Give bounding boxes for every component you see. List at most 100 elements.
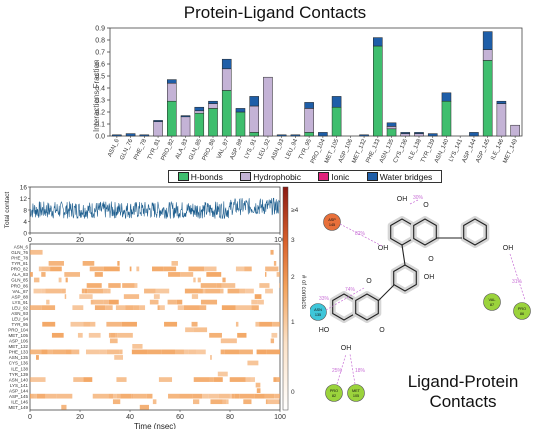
heatmap-contact-segment — [229, 393, 232, 399]
residue-number-0: 145 — [329, 223, 335, 227]
heatmap-contact-segment — [41, 288, 46, 294]
heatmap-contact-segment — [221, 283, 236, 288]
heatmap-contact-segment — [108, 283, 121, 288]
heatmap-contact-segment — [149, 299, 159, 305]
heatmap-contact-segment — [254, 393, 265, 399]
heatmap-contact-segment — [109, 338, 118, 344]
heatmap-x-tick-label: 80 — [226, 414, 234, 421]
heatmap-contact-segment — [155, 288, 170, 294]
legend-item-water: Water bridges — [366, 172, 432, 182]
colorbar-tick-label: ≥4 — [291, 207, 299, 214]
bar-h-bonds-pro_86 — [208, 108, 218, 137]
heatmap-x-tick-label: 60 — [176, 414, 184, 421]
heatmap-row-label: ASP_145 — [9, 394, 29, 399]
bar-h-bonds-tyr_95 — [304, 132, 314, 137]
bar-hydrophobic-tyr_81 — [153, 121, 163, 137]
residue-name-4: PRO — [330, 389, 338, 393]
bar-y-tick-label: 0.9 — [95, 26, 105, 33]
heatmap-contact-segment — [204, 266, 217, 272]
heatmap-contact-segment — [168, 393, 180, 399]
heatmap-contact-segment — [94, 305, 106, 310]
bar-water-bridges-asp_88 — [235, 108, 246, 113]
heatmap-contact-segment — [108, 299, 119, 305]
ring-c-upper — [413, 218, 437, 246]
ring-b-upper-glow — [460, 216, 490, 248]
residue-number-3: 135 — [315, 313, 321, 317]
bar-hydrophobic-lys_91 — [249, 105, 259, 133]
heatmap-row-label: PRO_104 — [8, 328, 28, 333]
heatmap-contact-segment — [139, 305, 146, 310]
heatmap-contact-segment — [33, 277, 40, 283]
atom-oh-1: OH — [397, 196, 408, 203]
heatmap-row-label: LYS_91 — [12, 300, 28, 305]
heatmap-contact-segment — [119, 349, 123, 355]
bar-hydrophobic-ile_146 — [496, 103, 507, 137]
heatmap-contact-segment — [129, 266, 132, 272]
heatmap-contact-segment — [153, 294, 160, 299]
legend-item-ionic: Ionic — [318, 172, 349, 182]
heatmap-row-label: PHE_78 — [11, 256, 28, 261]
timeline-y-tick-label: 16 — [20, 185, 28, 192]
heatmap-contact-segment — [235, 266, 245, 272]
heatmap-contact-segment — [132, 344, 143, 349]
timeline-x-tick-label: 0 — [28, 237, 32, 244]
heatmap-contact-segment — [85, 349, 100, 355]
heatmap-contact-segment — [210, 355, 212, 360]
heatmap-contact-segment — [103, 288, 108, 294]
bar-water-bridges-pro_82 — [167, 79, 177, 84]
bar-x-tick-label: LEU_92 — [257, 138, 272, 161]
heatmap-row-label: ASN_6 — [14, 245, 29, 250]
heatmap-row-label: MET_149 — [8, 405, 28, 410]
heatmap-contact-segment — [265, 266, 279, 272]
heatmap-row-label: ASP_106 — [9, 339, 29, 344]
bar-hydrophobic-gln_85 — [194, 110, 205, 114]
heatmap-contact-segment — [218, 393, 230, 399]
heatmap-contact-segment — [183, 349, 189, 355]
heatmap-contact-segment — [276, 377, 280, 382]
heatmap-contact-segment — [61, 404, 67, 410]
heatmap-contact-segment — [51, 332, 64, 338]
heatmap-row-label: ALA_83 — [12, 272, 29, 277]
heatmap-row-label: ASN_93 — [11, 311, 28, 316]
legend-swatch-hbonds — [177, 172, 189, 181]
interaction-percent-0: 30% — [413, 195, 424, 201]
heatmap-contact-segment — [103, 299, 109, 305]
heatmap-contact-segment — [30, 377, 46, 382]
heatmap-contact-segment — [180, 272, 194, 277]
bar-hydrophobic-val_87 — [221, 68, 232, 91]
heatmap-contact-segment — [38, 266, 42, 272]
heatmap-contact-segment — [184, 288, 199, 294]
bar-water-bridges-ala_83 — [180, 115, 191, 118]
heatmap-contact-segment — [110, 332, 116, 338]
ring-a-lower-glow — [329, 291, 359, 323]
heatmap-contact-segment — [220, 349, 225, 355]
residue-1 — [483, 293, 501, 311]
bar-water-bridges-gln_76 — [125, 133, 136, 137]
legend-label-ionic: Ionic — [331, 171, 350, 182]
heatmap-row-label: MET_105 — [8, 333, 28, 338]
bar-y-axis-label: Interactions Fraction — [92, 59, 101, 132]
heatmap-contact-segment — [179, 393, 193, 399]
heatmap-contact-segment — [131, 393, 134, 399]
heatmap-contact-segment — [267, 399, 280, 405]
heatmap-contact-segment — [116, 377, 127, 382]
heatmap-contact-segment — [56, 393, 73, 399]
timeline-series — [29, 197, 281, 220]
colorbar-tick-label: 1 — [291, 319, 295, 326]
atom-o-carbonyl-2: O — [366, 278, 372, 285]
legend-item-hydrophobic: Hydrophobic — [240, 172, 301, 182]
heatmap-row-label: MET_132 — [8, 344, 28, 349]
heatmap-contact-segment — [65, 277, 68, 283]
atom-oh-4: OH — [503, 245, 514, 252]
heatmap-contact-segment — [84, 288, 88, 294]
heatmap-contact-segment — [266, 349, 280, 355]
heatmap-contact-segment — [158, 377, 173, 382]
bar-h-bonds-asn_135 — [386, 128, 397, 137]
heatmap-contact-segment — [247, 360, 259, 366]
heatmap-contact-segment — [123, 294, 140, 299]
heatmap-contact-segment — [264, 393, 275, 399]
heatmap-contact-segment — [234, 393, 240, 399]
bar-y-tick-label: 0.6 — [95, 62, 105, 69]
heatmap-contact-segment — [168, 272, 181, 277]
